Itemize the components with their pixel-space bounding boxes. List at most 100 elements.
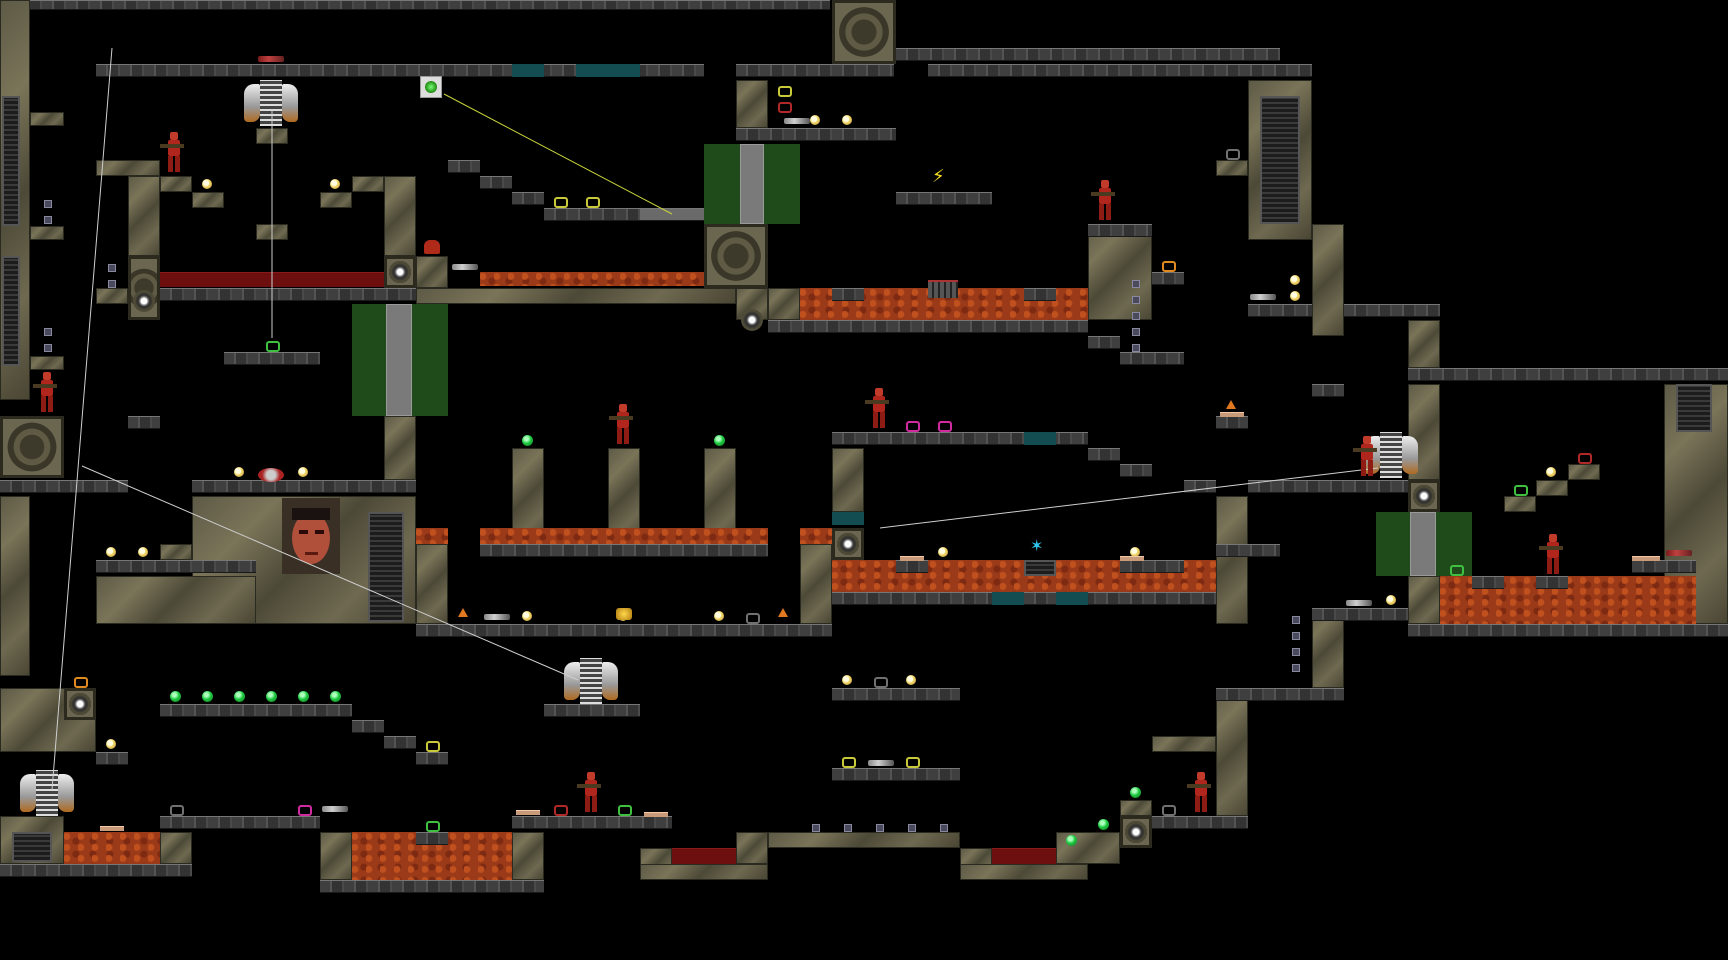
lift-right[interactable] [1410,512,1436,576]
supply-box-icon[interactable] [44,200,52,208]
gold-coin-icon[interactable] [138,547,148,557]
supply-box-icon[interactable] [1132,344,1140,352]
gold-coin-icon[interactable] [298,467,308,477]
supply-box-icon[interactable] [108,280,116,288]
gold-coin-icon[interactable] [106,739,116,749]
supply-box-icon[interactable] [812,824,820,832]
red-soldier-icon[interactable] [609,404,634,444]
gold-coin-icon[interactable] [522,611,532,621]
weapon-pickup-icon[interactable] [484,614,510,620]
ammo-ring-icon[interactable] [170,805,184,816]
flame-cone-icon[interactable] [458,608,468,617]
ammo-ring-icon[interactable] [1162,261,1176,272]
ammo-ring-icon[interactable] [1226,149,1240,160]
ammo-ring-icon[interactable] [1578,453,1592,464]
supply-box-icon[interactable] [844,824,852,832]
weapon-pickup-icon[interactable] [784,118,810,124]
gold-coin-icon[interactable] [1290,291,1300,301]
jump-pad-1[interactable] [100,826,124,831]
red-soldier-icon[interactable] [1539,534,1564,574]
gold-coin-icon[interactable] [842,675,852,685]
ammo-ring-icon[interactable] [906,757,920,768]
gold-coin-icon[interactable] [906,675,916,685]
green-orb-icon[interactable] [266,691,277,702]
supply-box-icon[interactable] [44,216,52,224]
jump-pad-2[interactable] [516,810,540,815]
spider-enemy-icon[interactable] [258,468,284,482]
green-switch-icon[interactable] [420,76,442,98]
green-orb-icon[interactable] [234,691,245,702]
ammo-ring-icon[interactable] [426,821,440,832]
weapon-pickup-icon[interactable] [322,806,348,812]
red-crab-enemy-icon[interactable] [424,240,440,254]
ammo-ring-icon[interactable] [778,102,792,113]
ammo-ring-icon[interactable] [874,677,888,688]
ammo-ring-icon[interactable] [586,197,600,208]
gold-coin-icon[interactable] [1130,547,1140,557]
supply-box-icon[interactable] [940,824,948,832]
red-soldier-icon[interactable] [577,772,602,812]
supply-box-icon[interactable] [1292,648,1300,656]
supply-box-icon[interactable] [44,344,52,352]
supply-box-icon[interactable] [908,824,916,832]
gold-coin-icon[interactable] [1546,467,1556,477]
lift-center[interactable] [740,144,764,224]
ammo-ring-icon[interactable] [1162,805,1176,816]
supply-box-icon[interactable] [1132,328,1140,336]
green-orb-icon[interactable] [202,691,213,702]
red-soldier-icon[interactable] [160,132,185,172]
red-soldier-icon[interactable] [1187,772,1212,812]
gold-coin-icon[interactable] [938,547,948,557]
ammo-ring-icon[interactable] [1514,485,1528,496]
ammo-ring-icon[interactable] [778,86,792,97]
green-orb-icon[interactable] [522,435,533,446]
gold-coin-icon[interactable] [810,115,820,125]
green-orb-icon[interactable] [1066,835,1077,846]
flame-cone-icon[interactable] [1226,400,1236,409]
weapon-pickup-icon[interactable] [868,760,894,766]
ammo-ring-icon[interactable] [618,805,632,816]
supply-box-icon[interactable] [1132,296,1140,304]
red-soldier-icon[interactable] [865,388,890,428]
lightning-powerup-icon[interactable]: ⚡ [932,166,945,187]
ammo-ring-icon[interactable] [842,757,856,768]
supply-box-icon[interactable] [1292,616,1300,624]
gold-coin-icon[interactable] [1386,595,1396,605]
teleporter-center[interactable] [564,658,618,704]
ammo-ring-icon[interactable] [298,805,312,816]
jump-pad-5[interactable] [1120,556,1144,561]
ammo-ring-icon[interactable] [746,613,760,624]
red-soldier-icon[interactable] [1091,180,1116,220]
supply-box-icon[interactable] [876,824,884,832]
jump-pad-4[interactable] [1632,556,1660,561]
gold-coin-icon[interactable] [234,467,244,477]
red-soldier-icon[interactable] [1353,436,1378,476]
lift-left[interactable] [386,304,412,416]
gold-coin-icon[interactable] [714,611,724,621]
gold-coin-icon[interactable] [1290,275,1300,285]
teleporter-top-left[interactable] [244,80,298,126]
supply-box-icon[interactable] [1292,632,1300,640]
green-orb-icon[interactable] [330,691,341,702]
gold-coin-icon[interactable] [106,547,116,557]
supply-box-icon[interactable] [1132,312,1140,320]
green-orb-icon[interactable] [170,691,181,702]
golden-chalice-icon[interactable] [616,608,632,620]
ammo-ring-icon[interactable] [266,341,280,352]
supply-box-icon[interactable] [1292,664,1300,672]
supply-box-icon[interactable] [44,328,52,336]
weapon-pickup-icon[interactable] [1666,550,1692,556]
jump-pad-7[interactable] [644,812,668,817]
ammo-ring-icon[interactable] [554,197,568,208]
weapon-pickup-icon[interactable] [452,264,478,270]
ammo-ring-icon[interactable] [554,805,568,816]
supply-box-icon[interactable] [1132,280,1140,288]
blue-sparkle-icon[interactable]: ✶ [1030,536,1044,555]
green-orb-icon[interactable] [1130,787,1141,798]
ammo-ring-icon[interactable] [1450,565,1464,576]
gold-coin-icon[interactable] [842,115,852,125]
weapon-pickup-icon[interactable] [1346,600,1372,606]
ammo-ring-icon[interactable] [938,421,952,432]
green-orb-icon[interactable] [298,691,309,702]
barrel-rack-icon[interactable] [928,280,958,298]
